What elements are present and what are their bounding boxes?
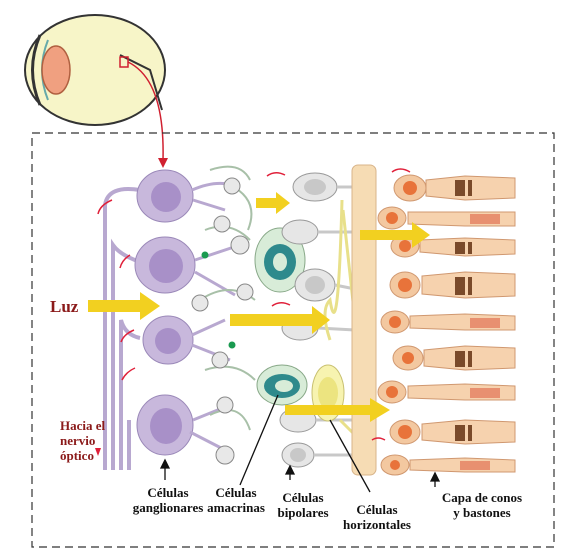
amacrine-cells-label: Células amacrinas (207, 485, 265, 515)
bipolar-processes (314, 185, 361, 457)
eye-cross-section (24, 14, 166, 126)
amacrine-cells (191, 165, 308, 465)
ganglion-cells-label: Células ganglionares (132, 485, 204, 515)
bipolar-cells-label: Células bipolares (277, 490, 329, 520)
optic-nerve-fibers (103, 187, 141, 470)
light-arrows (88, 192, 430, 422)
zoom-pointer-line (127, 61, 164, 161)
ganglion-cells (134, 169, 241, 456)
horizontal-cells-label: Células horizontales (343, 502, 411, 532)
cones-rods-layer-label: Capa de conos y bastones (441, 490, 523, 520)
outer-plexiform-layer (351, 164, 377, 476)
detail-frame (31, 132, 555, 548)
nerve-direction-arrow (95, 448, 101, 456)
photoreceptor-pigment (455, 180, 500, 470)
photoreceptor-nucleus-cores (386, 181, 417, 470)
label-pointers (159, 394, 441, 493)
light-label: Luz (50, 297, 79, 316)
optic-nerve-label: Hacia el nervio óptico (60, 418, 106, 463)
signal-arrows (97, 168, 411, 441)
zoom-pointer-head (158, 158, 168, 168)
